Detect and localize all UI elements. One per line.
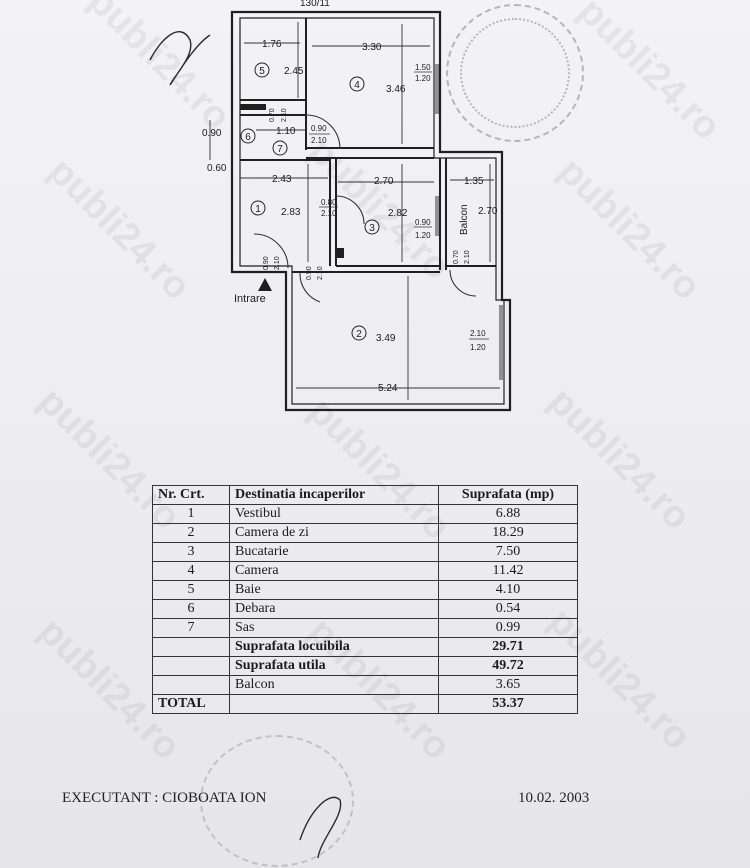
room-area: 0.54 [438,599,578,619]
room-number: 2 [356,329,362,340]
top-fragment: 130/11 [300,0,330,9]
column-header: Suprafata (mp) [438,485,578,505]
column-header: Destinatia incaperilor [229,485,439,505]
row-number: 4 [152,561,230,581]
total-row: TOTAL 53.37 [152,694,578,714]
room-area: 6.88 [438,504,578,524]
total-label: TOTAL [152,694,230,714]
room-name: Sas [229,618,439,638]
room-area: 18.29 [438,523,578,543]
room-name: Baie [229,580,439,600]
room-area: 0.99 [438,618,578,638]
room-name: Bucatarie [229,542,439,562]
opening-label: 0.90 [263,256,270,270]
official-stamp [460,18,570,128]
opening-label: 0.70 [269,108,276,122]
balcony-label: Balcon [459,204,470,235]
opening-label: 0.80 [321,198,337,207]
opening-label: 2.10 [464,250,471,264]
opening-label: 2.10 [470,329,486,338]
room-area: 7.50 [438,542,578,562]
summary-row: Balcon 3.65 [152,675,578,695]
room-number: 3 [369,223,375,234]
opening-label: 0.90 [306,266,313,280]
table-row: 4 Camera 11.42 [152,561,578,581]
room-name: Camera [229,561,439,581]
dimension-label: 2.45 [284,66,304,77]
table-row: 1 Vestibul 6.88 [152,504,578,524]
room-name: Vestibul [229,504,439,524]
dimension-label: 3.30 [362,42,382,53]
table-row: 7 Sas 0.99 [152,618,578,638]
opening-label: 1.50 [415,63,431,72]
document-date: 10.02. 2003 [518,790,590,806]
executant-line: EXECUTANT : CIOBOATA ION [62,790,267,806]
room-name: Camera de zi [229,523,439,543]
dimension-label: 2.82 [388,208,408,219]
table-row: 3 Bucatarie 7.50 [152,542,578,562]
room-number: 5 [259,66,265,77]
summary-row: Suprafata locuibila 29.71 [152,637,578,657]
room-number: 6 [245,132,251,143]
summary-area: 49.72 [438,656,578,676]
opening-label: 2.10 [274,256,281,270]
row-number: 6 [152,599,230,619]
signature-scribble [299,796,342,859]
opening-label: 2.10 [311,136,327,145]
column-header: Nr. Crt. [152,485,230,505]
summary-name: Suprafata utila [229,656,439,676]
opening-label: 1.20 [415,231,431,240]
official-stamp [446,4,584,142]
entrance-label: Intrare [234,293,266,305]
opening-label: 0.90 [415,218,431,227]
room-number: 4 [354,80,360,91]
room-number: 7 [277,144,283,155]
dimension-label: 2.83 [281,207,301,218]
total-area: 53.37 [438,694,578,714]
dimension-label: 3.46 [386,84,406,95]
summary-row: Suprafata utila 49.72 [152,656,578,676]
dimension-label: 1.35 [464,176,484,187]
row-number: 7 [152,618,230,638]
room-area: 11.42 [438,561,578,581]
summary-area: 29.71 [438,637,578,657]
dimension-label: 0.90 [202,128,222,139]
summary-name: Balcon [229,675,439,695]
summary-name: Suprafata locuibila [229,637,439,657]
row-number: 2 [152,523,230,543]
table-header-row: Nr. Crt. Destinatia incaperilor Suprafat… [152,485,578,505]
opening-label: 1.20 [470,343,486,352]
table-row: 2 Camera de zi 18.29 [152,523,578,543]
signature-scribble [149,31,211,86]
dimension-label: 2.70 [478,206,498,217]
opening-label: 1.20 [415,74,431,83]
room-number: 1 [255,204,261,215]
dimension-label: 5.24 [378,383,398,394]
dimension-label: 3.49 [376,333,396,344]
dimension-label: 0.60 [207,163,227,174]
opening-label: 2.10 [281,108,288,122]
summary-area: 3.65 [438,675,578,695]
table-row: 6 Debara 0.54 [152,599,578,619]
row-number: 1 [152,504,230,524]
dimension-label: 2.70 [374,176,394,187]
dimension-label: 1.76 [262,39,282,50]
row-number: 3 [152,542,230,562]
opening-label: 0.70 [453,250,460,264]
room-name: Debara [229,599,439,619]
opening-label: 0.90 [311,124,327,133]
table-row: 5 Baie 4.10 [152,580,578,600]
dimension-label: 1.10 [276,126,296,137]
row-number: 5 [152,580,230,600]
opening-label: 2.10 [317,266,324,280]
executant-stamp [200,735,354,867]
room-area: 4.10 [438,580,578,600]
opening-label: 2.10 [321,209,337,218]
room-area-table: Nr. Crt. Destinatia incaperilor Suprafat… [152,485,578,714]
dimension-label: 2.43 [272,174,292,185]
